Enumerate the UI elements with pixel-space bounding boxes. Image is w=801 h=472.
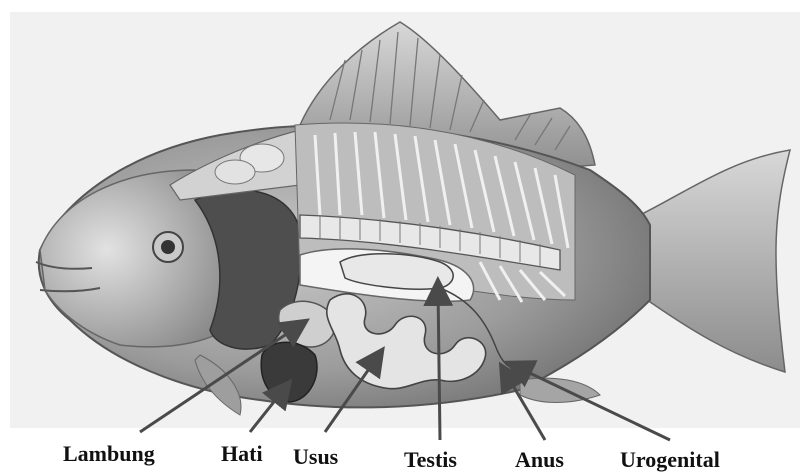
label-usus: Usus bbox=[293, 446, 338, 468]
label-urogenital: Urogenital bbox=[620, 449, 720, 471]
label-testis: Testis bbox=[404, 449, 457, 471]
label-lambung: Lambung bbox=[63, 443, 155, 465]
kidney-lobe-2 bbox=[215, 160, 255, 184]
label-anus: Anus bbox=[515, 449, 564, 471]
arrow-testis bbox=[438, 288, 440, 440]
fish-eye-pupil bbox=[161, 240, 175, 254]
label-hati: Hati bbox=[221, 443, 263, 465]
